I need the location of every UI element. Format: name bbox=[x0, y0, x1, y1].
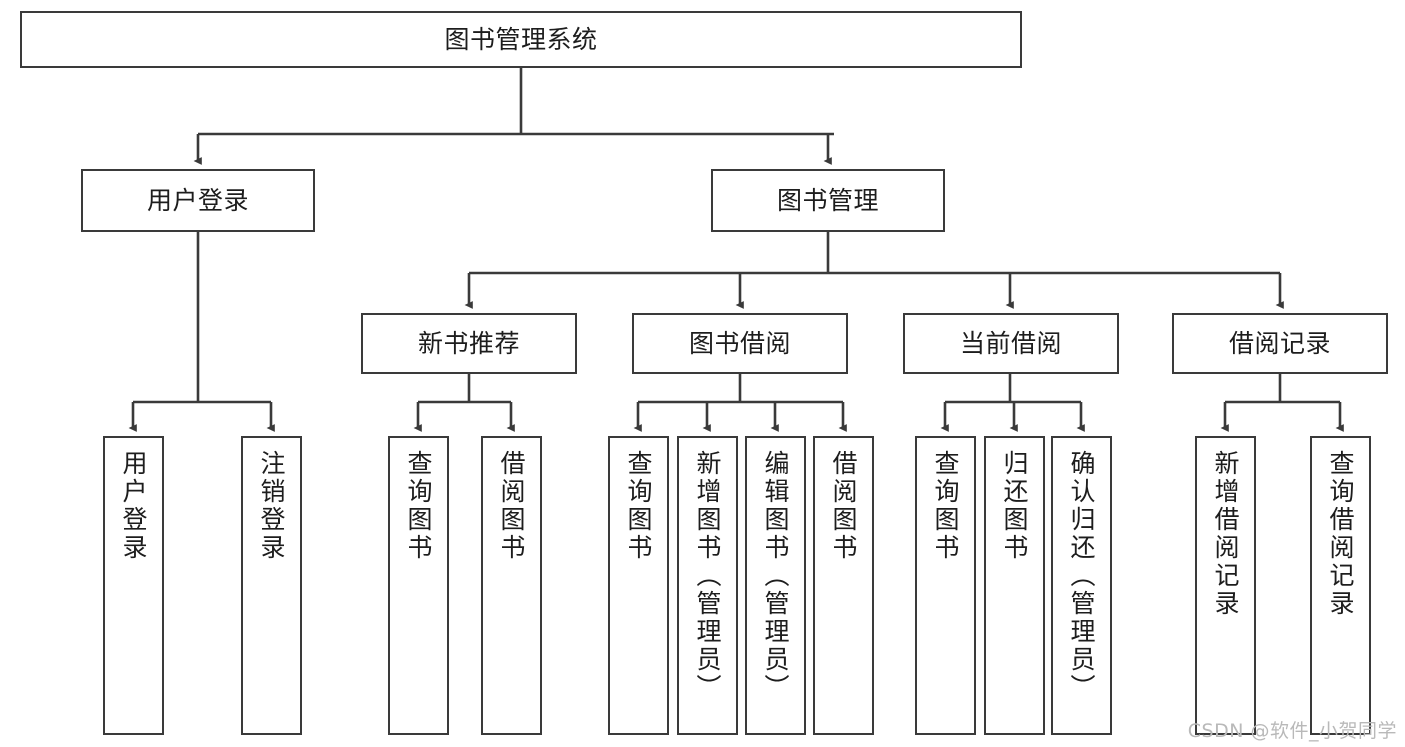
leaf-borrow-book-label: 借阅图书 bbox=[829, 450, 858, 562]
leaf-confirm-return-admin[interactable]: 确认归还（管理员） bbox=[1051, 436, 1112, 735]
node-user-login[interactable]: 用户登录 bbox=[81, 169, 315, 232]
leaf-query-book-recommend-label: 查询图书 bbox=[404, 450, 433, 562]
leaf-borrow-book-recommend[interactable]: 借阅图书 bbox=[481, 436, 542, 735]
leaf-query-borrow-record[interactable]: 查询借阅记录 bbox=[1310, 436, 1371, 735]
leaf-user-login-label: 用户登录 bbox=[119, 450, 148, 562]
leaf-borrow-book-recommend-label: 借阅图书 bbox=[497, 450, 526, 562]
leaf-return-book-label: 归还图书 bbox=[1000, 450, 1029, 562]
leaf-query-book-borrow[interactable]: 查询图书 bbox=[608, 436, 669, 735]
node-user-login-label: 用户登录 bbox=[146, 185, 249, 215]
leaf-user-login[interactable]: 用户登录 bbox=[103, 436, 164, 735]
node-current-borrow[interactable]: 当前借阅 bbox=[903, 313, 1119, 374]
node-book-management[interactable]: 图书管理 bbox=[711, 169, 945, 232]
leaf-query-book-borrow-label: 查询图书 bbox=[624, 450, 653, 562]
leaf-add-book-admin[interactable]: 新增图书（管理员） bbox=[677, 436, 738, 735]
node-new-book-recommend[interactable]: 新书推荐 bbox=[361, 313, 577, 374]
leaf-confirm-return-admin-label: 确认归还（管理员） bbox=[1067, 450, 1096, 702]
leaf-edit-book-admin-label: 编辑图书（管理员） bbox=[761, 450, 790, 702]
leaf-query-borrow-record-label: 查询借阅记录 bbox=[1326, 450, 1355, 618]
leaf-query-book-current[interactable]: 查询图书 bbox=[915, 436, 976, 735]
node-book-borrow-label: 图书借阅 bbox=[688, 328, 791, 358]
leaf-add-book-admin-label: 新增图书（管理员） bbox=[693, 450, 722, 702]
leaf-query-book-recommend[interactable]: 查询图书 bbox=[388, 436, 449, 735]
node-borrow-records-label: 借阅记录 bbox=[1228, 328, 1331, 358]
node-borrow-records[interactable]: 借阅记录 bbox=[1172, 313, 1388, 374]
node-book-management-label: 图书管理 bbox=[776, 185, 879, 215]
node-new-book-recommend-label: 新书推荐 bbox=[417, 328, 520, 358]
leaf-add-borrow-record-label: 新增借阅记录 bbox=[1211, 450, 1240, 618]
node-root[interactable]: 图书管理系统 bbox=[20, 11, 1022, 68]
node-root-label: 图书管理系统 bbox=[444, 24, 598, 54]
leaf-return-book[interactable]: 归还图书 bbox=[984, 436, 1045, 735]
leaf-borrow-book[interactable]: 借阅图书 bbox=[813, 436, 874, 735]
node-book-borrow[interactable]: 图书借阅 bbox=[632, 313, 848, 374]
node-current-borrow-label: 当前借阅 bbox=[959, 328, 1062, 358]
leaf-logout-label: 注销登录 bbox=[257, 450, 286, 562]
leaf-add-borrow-record[interactable]: 新增借阅记录 bbox=[1195, 436, 1256, 735]
leaf-edit-book-admin[interactable]: 编辑图书（管理员） bbox=[745, 436, 806, 735]
leaf-logout[interactable]: 注销登录 bbox=[241, 436, 302, 735]
leaf-query-book-current-label: 查询图书 bbox=[931, 450, 960, 562]
